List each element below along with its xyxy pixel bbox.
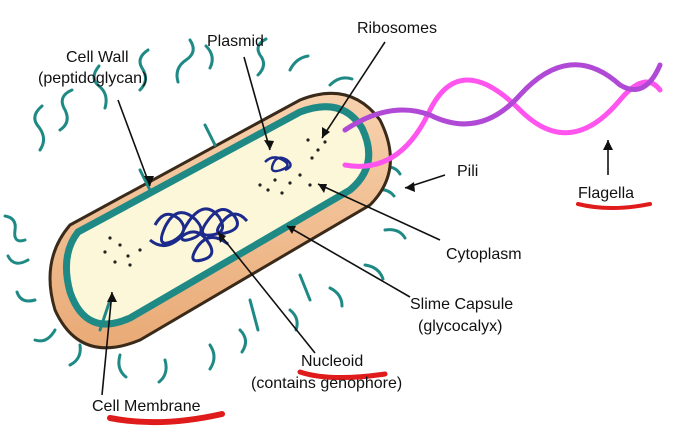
label-cytoplasm: Cytoplasm <box>446 246 522 263</box>
label-nucleoid: Nucleoid <box>301 353 363 370</box>
leader-arrows <box>101 41 609 396</box>
membrane-pili-stubs <box>98 123 312 332</box>
flagellum <box>342 62 663 169</box>
plasmid-loop <box>264 156 292 173</box>
label-ribosomes: Ribosomes <box>357 20 437 37</box>
ribosomes-dots <box>103 138 327 267</box>
arrowheads <box>107 127 613 302</box>
label-cell-membrane: Cell Membrane <box>92 398 201 415</box>
label-plasmid: Plasmid <box>207 33 264 50</box>
label-slime-capsule-sub: (glycocalyx) <box>418 318 502 335</box>
label-nucleoid-sub: (contains genophore) <box>251 375 402 392</box>
label-slime-capsule: Slime Capsule <box>410 296 513 313</box>
red-underlines <box>107 202 652 426</box>
label-flagella: Flagella <box>578 185 634 202</box>
pili-strands <box>3 37 407 384</box>
label-pili: Pili <box>457 163 478 180</box>
label-cell-wall: Cell Wall <box>66 49 129 66</box>
label-cell-wall-sub: (peptidoglycan) <box>38 70 147 87</box>
nucleoid-dna <box>149 207 249 263</box>
